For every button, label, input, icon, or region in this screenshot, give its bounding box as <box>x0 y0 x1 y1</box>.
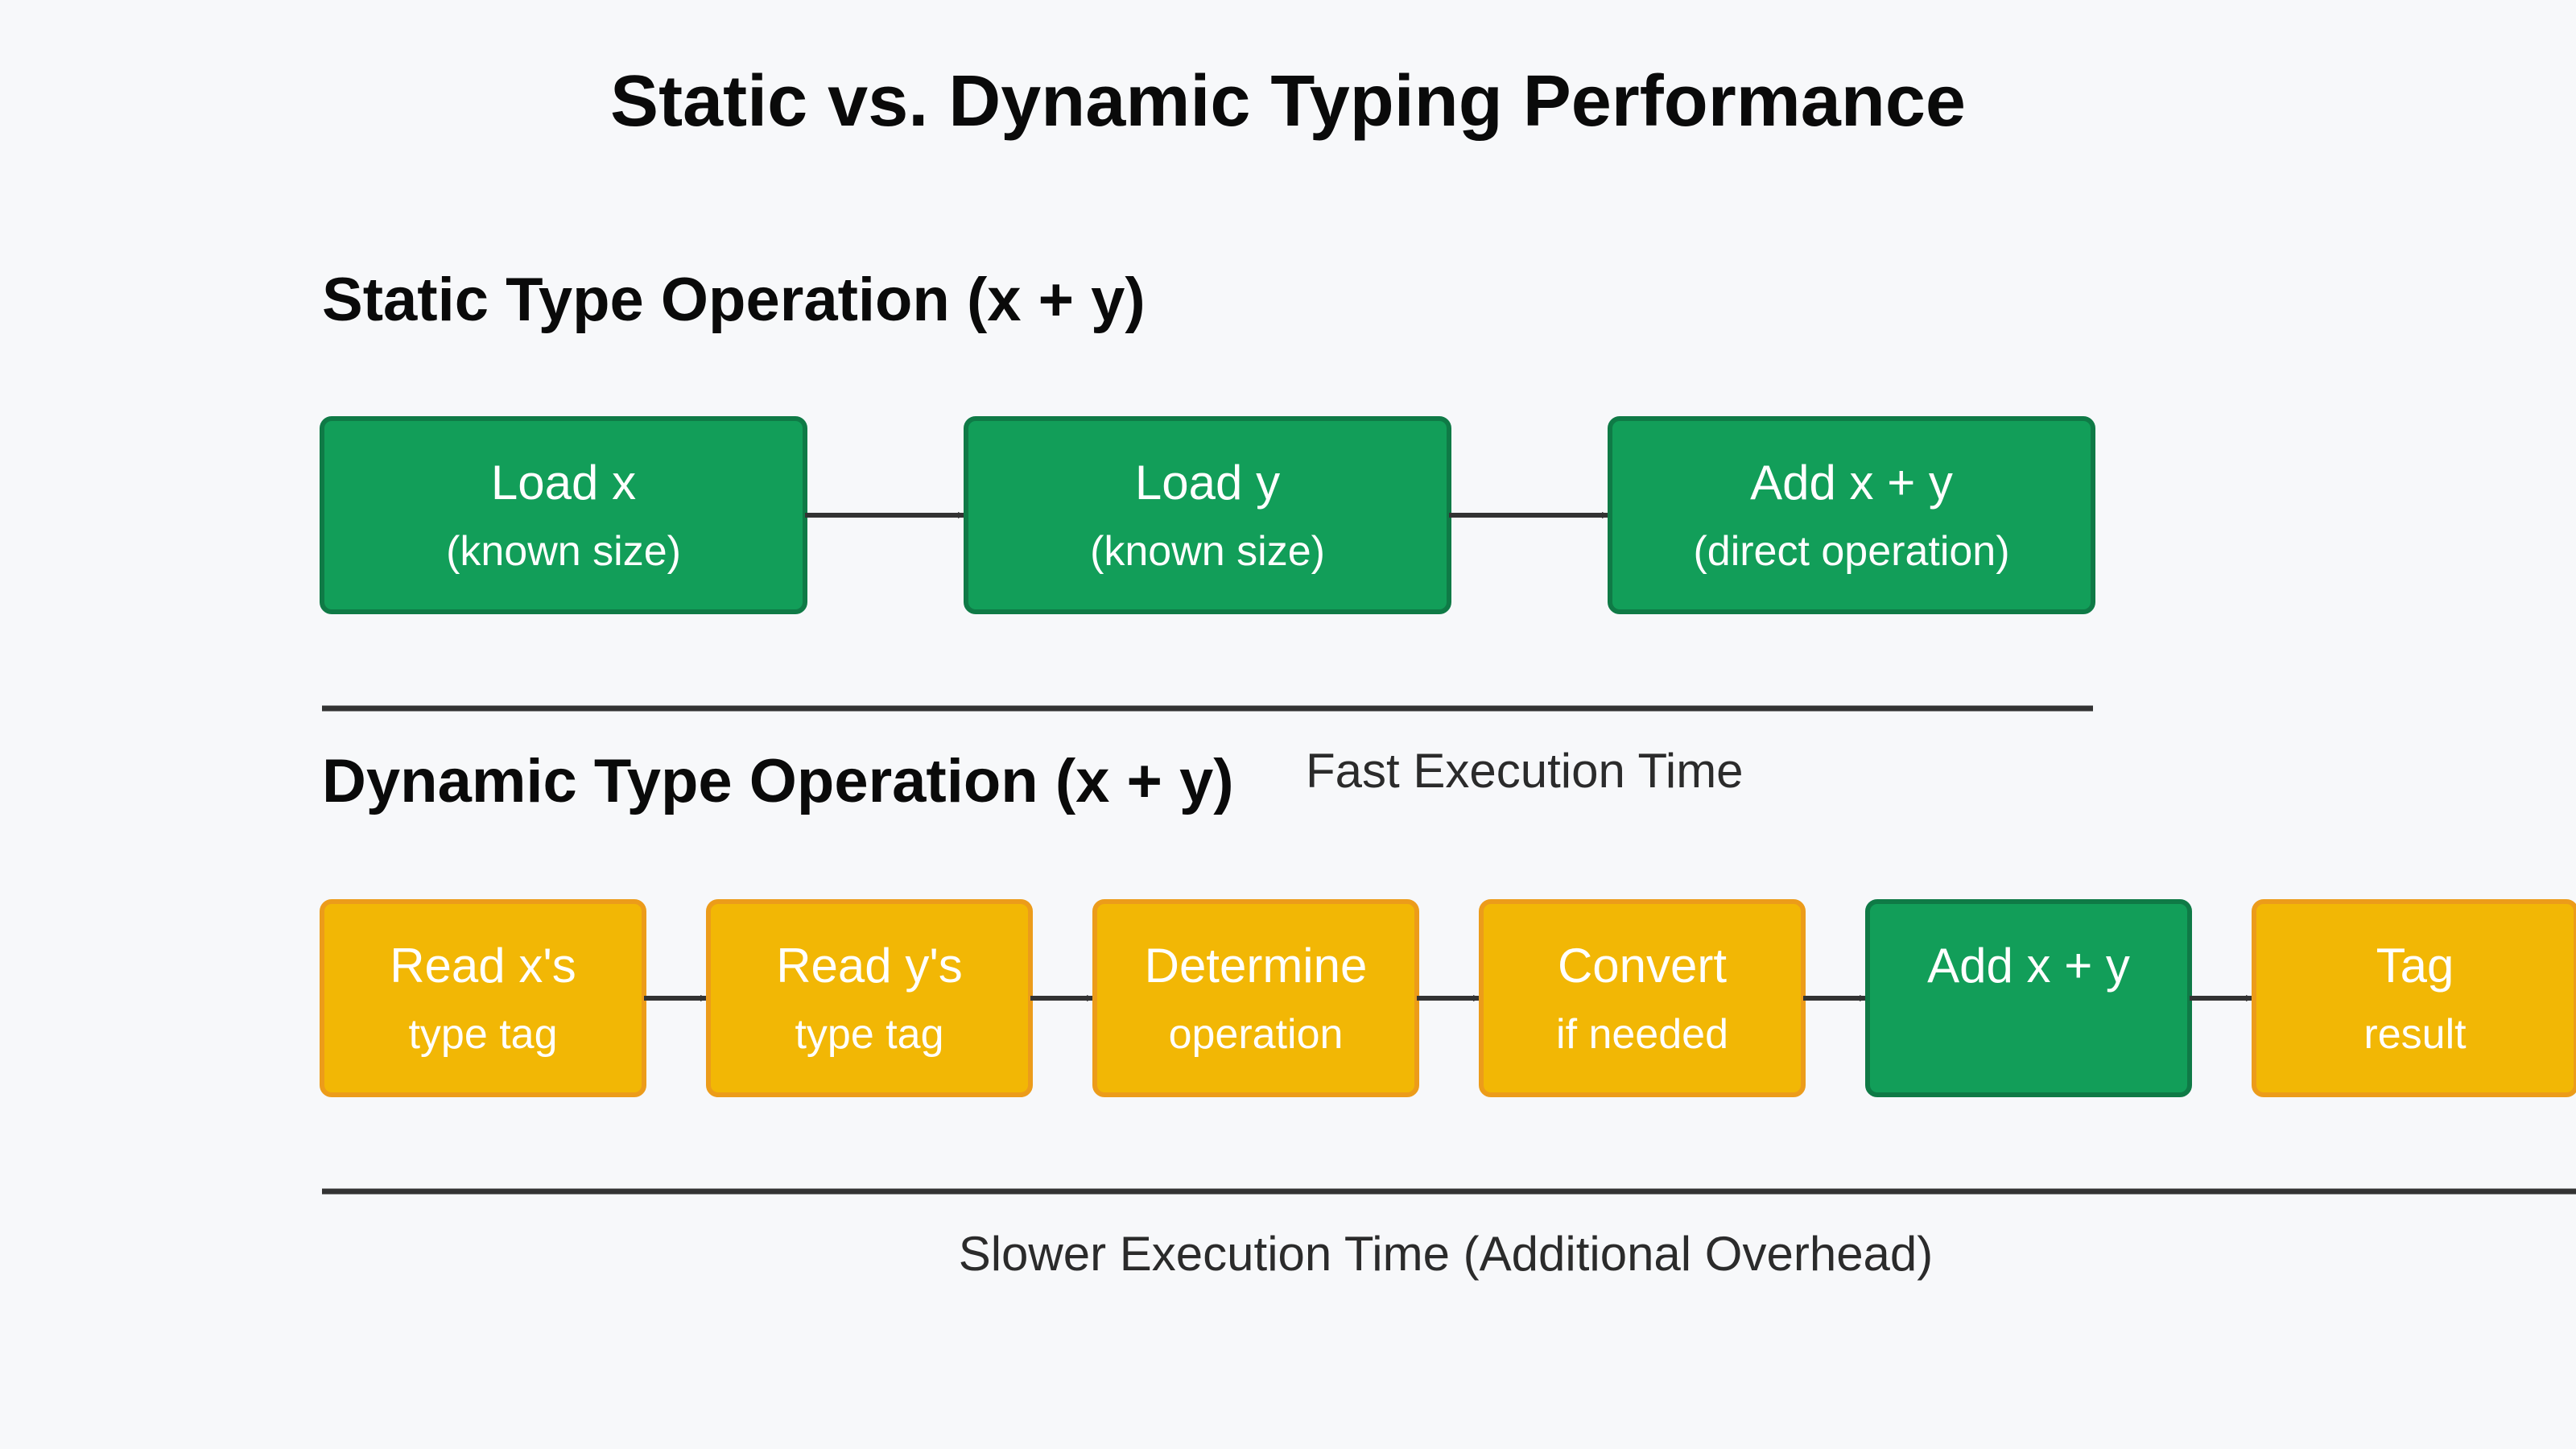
dynamic-step-label: Read y's <box>776 939 963 993</box>
dynamic-step-5: Add x + y <box>1865 899 2192 1097</box>
static-step-label: Load y <box>1135 456 1280 510</box>
static-step-label: Add x + y <box>1750 456 1953 510</box>
static-step-box <box>1608 416 2095 614</box>
static-execution-caption: Fast Execution Time <box>1306 744 1744 798</box>
dynamic-section-heading: Dynamic Type Operation (x + y) <box>322 747 1234 815</box>
dynamic-step-box <box>1092 899 1419 1097</box>
dynamic-step-label: Add x + y <box>1927 939 2130 993</box>
static-step-box <box>320 416 807 614</box>
static-step-sublabel: (known size) <box>1090 528 1325 575</box>
dynamic-execution-caption: Slower Execution Time (Additional Overhe… <box>959 1227 1934 1281</box>
dynamic-step-4: Convert if needed <box>1479 899 1806 1097</box>
dynamic-step-label: Convert <box>1558 939 1727 993</box>
static-step-1: Load x (known size) <box>320 416 807 614</box>
static-flow-row: Load x (known size) Load y (known size) Add … <box>320 416 2095 614</box>
static-step-label: Load x <box>491 456 636 510</box>
dynamic-step-sublabel: result <box>2363 1011 2467 1058</box>
dynamic-step-sublabel: operation <box>1169 1011 1344 1058</box>
dynamic-step-box <box>1479 899 1806 1097</box>
dynamic-step-sublabel: type tag <box>408 1011 557 1058</box>
dynamic-step-sublabel: if needed <box>1556 1011 1728 1058</box>
diagram-title: Static vs. Dynamic Typing Performance <box>610 61 1966 142</box>
static-step-3: Add x + y (direct operation) <box>1608 416 2095 614</box>
static-step-sublabel: (known size) <box>446 528 681 575</box>
dynamic-step-3: Determine operation <box>1092 899 1419 1097</box>
dynamic-step-box <box>2252 899 2576 1097</box>
static-step-sublabel: (direct operation) <box>1693 528 2009 575</box>
dynamic-step-box <box>320 899 646 1097</box>
static-step-2: Load y (known size) <box>964 416 1451 614</box>
dynamic-step-label: Determine <box>1145 939 1368 993</box>
dynamic-step-1: Read x's type tag <box>320 899 646 1097</box>
static-step-box <box>964 416 1451 614</box>
dynamic-step-box <box>1865 899 2192 1097</box>
dynamic-step-label: Tag <box>2376 939 2454 993</box>
static-section-heading: Static Type Operation (x + y) <box>322 266 1146 334</box>
dynamic-step-box <box>706 899 1033 1097</box>
dynamic-step-2: Read y's type tag <box>706 899 1033 1097</box>
dynamic-step-label: Read x's <box>390 939 576 993</box>
dynamic-step-6: Tag result <box>2252 899 2576 1097</box>
dynamic-step-sublabel: type tag <box>795 1011 943 1058</box>
dynamic-flow-row: Read x's type tag Read y's type tag Determin… <box>320 899 2576 1097</box>
